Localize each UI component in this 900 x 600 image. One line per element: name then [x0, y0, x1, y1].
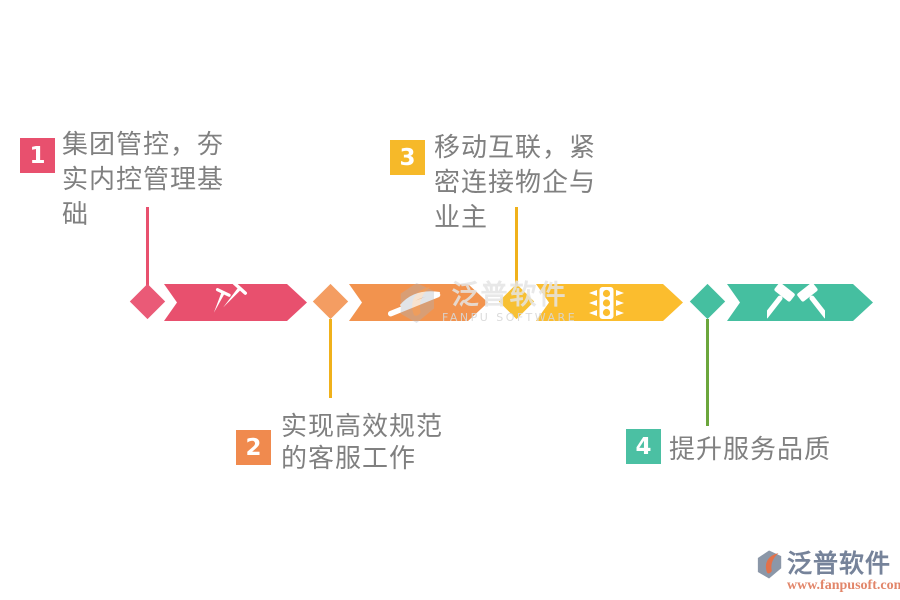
brand-website: www.fanpusoft.com	[787, 578, 900, 593]
timeline-diamond-1	[129, 283, 166, 320]
pickaxe-icon	[384, 285, 446, 321]
step-2-connector-line	[329, 319, 332, 398]
step-2-number-badge: 2	[236, 430, 271, 465]
step-3-label: 移动互联，紧密连接物企与业主	[434, 133, 597, 233]
step-3-number-badge: 3	[390, 140, 425, 175]
step-1-connector-line	[146, 207, 149, 289]
timeline-banner-3	[536, 284, 683, 321]
step-3-connector-line	[515, 207, 518, 289]
step-2-label: 实现高效规范的客服工作	[281, 412, 444, 474]
traffic-light-icon	[584, 286, 628, 320]
timeline-banner-1	[164, 284, 307, 321]
crossed-hammers-icon	[767, 284, 825, 322]
timeline-banner-2	[349, 284, 488, 321]
timeline-banner-4	[727, 284, 873, 321]
timeline-diamond-2	[312, 283, 349, 320]
step-4-number-badge: 4	[626, 429, 661, 464]
footer-brand-logo: 泛普软件 www.fanpusoft.com	[756, 549, 900, 593]
step-4-connector-line	[706, 319, 709, 426]
step-1-label: 集团管控，夯实内控管理基础	[62, 130, 225, 230]
brand-name: 泛普软件	[787, 549, 892, 578]
step-4-label: 提升服务品质	[669, 435, 832, 465]
timeline-diamond-4	[689, 283, 726, 320]
step-1-number-badge: 1	[20, 138, 55, 173]
brand-logo-icon	[756, 549, 784, 584]
timeline-diamond-3	[498, 283, 535, 320]
nails-icon	[208, 284, 256, 322]
